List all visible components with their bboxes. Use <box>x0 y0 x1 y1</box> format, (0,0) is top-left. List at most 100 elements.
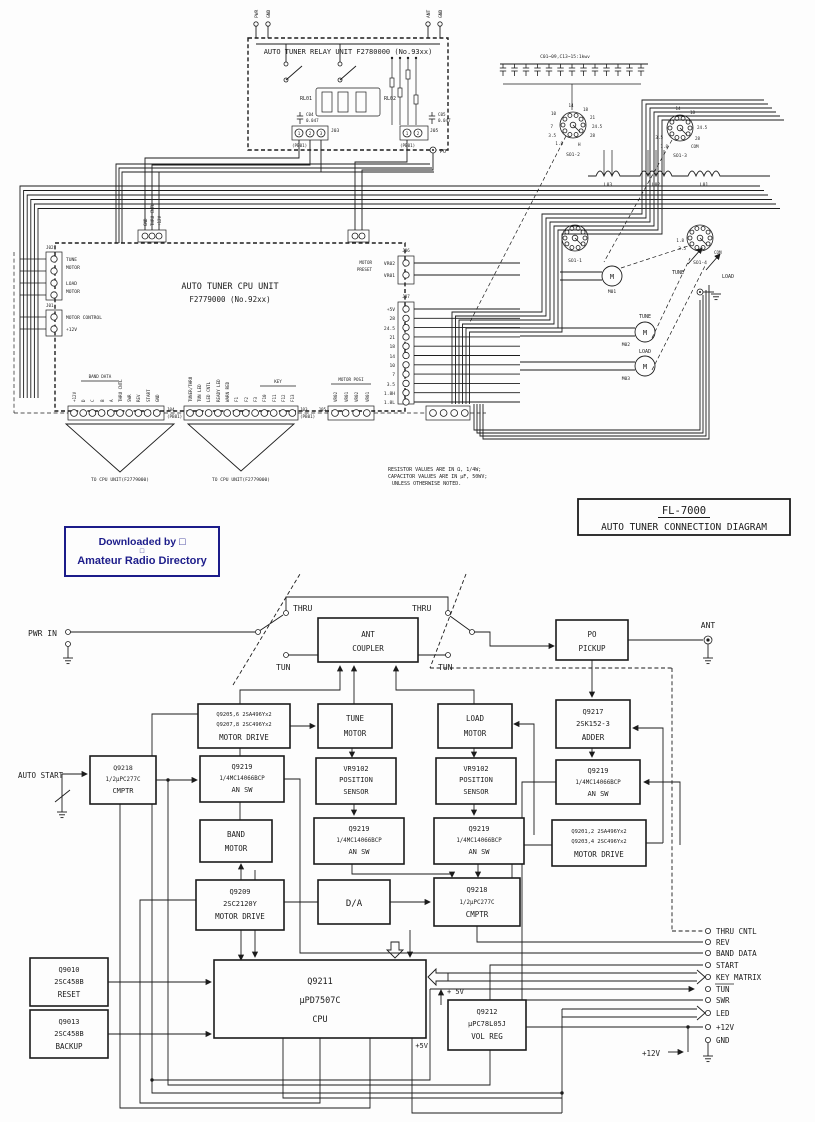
motor-drive-right-box: Q9203,4 2SC496Yx2 <box>571 839 626 845</box>
an-sw-load-box: 1/4MC14066BCP <box>456 838 502 844</box>
svg-text:B: B <box>100 399 105 402</box>
cpu-unit-title-1: AUTO TUNER CPU UNIT <box>181 282 278 292</box>
j03b-pins <box>186 409 297 417</box>
j06-pin-label: VR01 <box>384 273 395 279</box>
diagram-title: AUTO TUNER CONNECTION DIAGRAM <box>601 522 767 533</box>
adder-box: 2SK152-3 <box>576 720 610 728</box>
thru-left-label: THRU <box>293 604 312 613</box>
po-pickup-box: PICKUP <box>578 644 606 653</box>
motor-posi-bracket: MOTOR POSI <box>338 377 364 382</box>
backup-box: 2SC458B <box>54 1030 84 1038</box>
so1-3-label: SO1-3 <box>673 153 687 159</box>
bottom-connector-row: +12V D C B A THRU CNTL SWR REV START GND… <box>14 374 486 483</box>
pwr-in-label: PWR IN <box>28 629 57 638</box>
svg-text:VR02: VR02 <box>354 391 359 402</box>
j01-pin-label: +12V <box>66 327 77 333</box>
sensor-tune-box: SENSOR <box>343 788 369 796</box>
svg-text:1.8: 1.8 <box>676 238 684 243</box>
terminal-gnd: GND <box>716 1036 730 1045</box>
terminal-pwr-label: PWR <box>254 9 260 18</box>
j02-pin-label: MOTOR <box>66 265 80 271</box>
plus5v-lower: +5V <box>415 1042 428 1050</box>
sensor-load-box: VR9102 <box>463 765 488 773</box>
svg-text:1.8: 1.8 <box>555 141 563 146</box>
j01-pin-label: MOTOR CONTROL <box>66 315 102 321</box>
so1-4-positions: 3.5 1.8 COM <box>676 238 722 255</box>
j01-j02-leads <box>20 258 46 330</box>
reset-box: RESET <box>58 990 81 999</box>
j05b-designator: J05 <box>318 407 326 412</box>
svg-text:SWR: SWR <box>127 394 132 402</box>
cpu-box: μPD7507C <box>300 996 341 1006</box>
relay-components <box>389 56 419 125</box>
relay-unit-outline <box>247 37 449 151</box>
an-sw-rt-box: 1/4MC14066BCP <box>575 780 621 786</box>
svg-text:VR01: VR01 <box>365 391 370 402</box>
svg-text:1.8H: 1.8H <box>384 391 395 397</box>
ant-coupler-box: ANT <box>361 630 375 639</box>
rl01-label: RL01 <box>300 96 312 102</box>
j01-designator: J01 <box>46 303 54 308</box>
band-motor-box: BAND <box>227 830 246 839</box>
to-cpu-arrow-2 <box>186 423 296 472</box>
stamp-line-2: □ <box>139 548 145 555</box>
svg-text:REV: REV <box>136 394 141 402</box>
j03-pin2: 2 <box>309 131 312 136</box>
so1-2-label: SO1-2 <box>566 152 580 158</box>
svg-text:D: D <box>81 399 86 402</box>
md-band-box: 2SC2120Y <box>223 900 258 908</box>
svg-text:24.5: 24.5 <box>592 124 603 129</box>
motor-drive-right-box: MOTOR DRIVE <box>574 850 624 859</box>
svg-text:F12: F12 <box>281 394 286 402</box>
bus-arrow-down <box>385 941 405 959</box>
svg-text:READY LED: READY LED <box>216 379 221 402</box>
svg-text:VR02: VR02 <box>333 391 338 402</box>
to-cpu-label-2: TO CPU UNIT(F2779000) <box>212 477 270 483</box>
thru-right-label: THRU <box>412 604 431 613</box>
j05-pin1: 1 <box>406 131 409 136</box>
an-sw-1-box: 1/4MC14066BCP <box>219 776 265 782</box>
terminal-12v: +12V <box>716 1023 735 1032</box>
svg-text:28: 28 <box>590 133 596 138</box>
svg-text:RESISTOR VALUES ARE IN Ω, 1/4W: RESISTOR VALUES ARE IN Ω, 1/4W; <box>388 467 481 473</box>
an-sw-tune-box: AN SW <box>348 848 370 856</box>
svg-text:F2: F2 <box>244 396 249 402</box>
c04-ref: C04 <box>306 112 314 117</box>
so1-2-positions: 14 18 21 24.5 28 H 1.8 3.5 7 10 <box>548 103 602 147</box>
j05-pb: (PB01) <box>400 143 415 148</box>
load-motor-box: MOTOR <box>464 729 487 738</box>
pot-tune-label: TUNE <box>672 270 684 276</box>
backup-box: Q9013 <box>58 1018 79 1026</box>
j07-designator: J07 <box>402 294 410 299</box>
svg-text:A: A <box>109 399 114 402</box>
stamp-line-1: Downloaded by □ <box>98 536 186 548</box>
ant-label: ANT <box>701 621 716 630</box>
svg-text:18: 18 <box>389 344 395 350</box>
po-label: PO <box>440 149 446 155</box>
bus-arrow-left <box>427 967 449 987</box>
sensor-tune-box: POSITION <box>339 776 373 784</box>
inductor-row <box>588 170 770 178</box>
terminal-key-matrix: KEY MATRIX <box>716 973 762 982</box>
motor-preset-label: PRESET <box>357 267 373 272</box>
svg-text:1.8: 1.8 <box>660 144 668 149</box>
j04-pin-labels: +12V D C B A THRU CNTL SWR REV START GND <box>72 379 160 402</box>
m03-label: M03 <box>622 376 631 382</box>
an-sw-load-box: Q9219 <box>468 825 489 833</box>
j07-pin-labels: +5V 28 24.5 21 18 14 10 7 3.5 1.8H 1.8L <box>384 307 395 406</box>
m02-tune-label: TUNE <box>639 314 651 320</box>
svg-text:3.5: 3.5 <box>678 246 686 251</box>
j06-designator: J06 <box>402 248 410 253</box>
vol-reg-box: μPC78L05J <box>468 1020 506 1028</box>
l01-label: L01 <box>700 182 709 188</box>
reset-box: 2SC458B <box>54 978 84 986</box>
svg-text:START: START <box>146 389 151 402</box>
tune-motor-box: MOTOR <box>344 729 367 738</box>
band-motor-box: MOTOR <box>225 844 248 853</box>
dashed-boundary <box>232 573 703 932</box>
svg-text:18: 18 <box>583 107 589 112</box>
cpu-top-pin: GND <box>143 218 148 226</box>
cap-bank-note: C01~09,C13~15:1kwv <box>540 54 590 60</box>
j03b-pb: (PB01) <box>300 414 315 419</box>
auto-start-label: AUTO START <box>18 771 64 780</box>
